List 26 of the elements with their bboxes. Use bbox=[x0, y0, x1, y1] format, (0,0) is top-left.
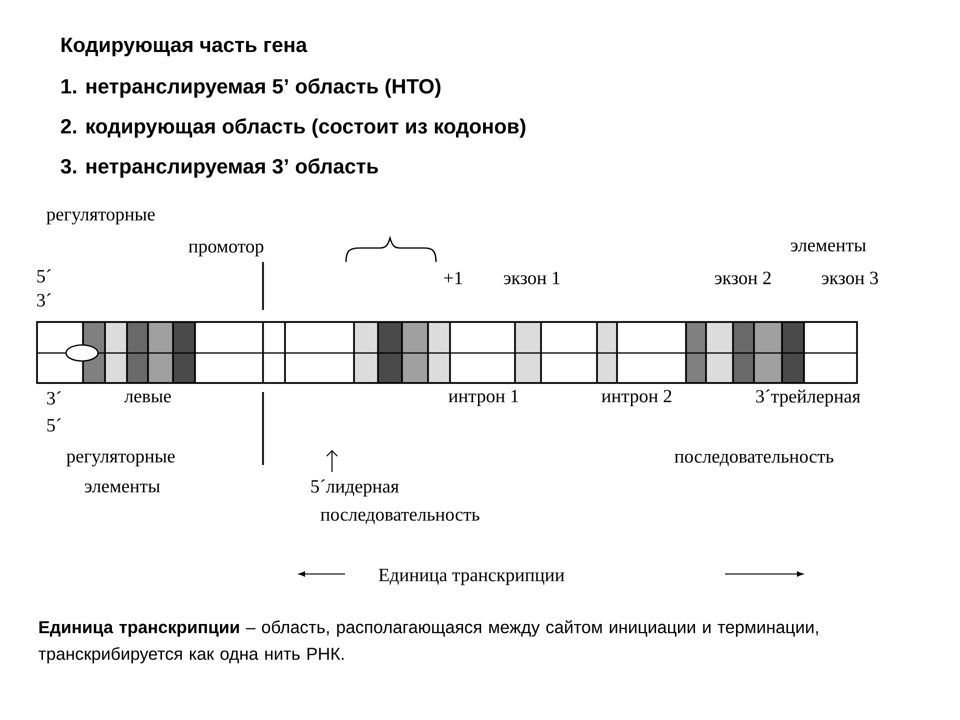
gene-label: 5´ bbox=[37, 269, 51, 283]
list-item: 3. нетранслируемая 3’ область bbox=[60, 158, 378, 178]
gene-label: промотор bbox=[188, 244, 264, 256]
gene-label: 5´ bbox=[47, 418, 61, 432]
gene-label: левые bbox=[124, 394, 171, 402]
gene-label: элементы bbox=[84, 484, 160, 492]
gene-label: 3´ bbox=[37, 293, 51, 307]
gene-label: Единица транскрипции bbox=[378, 568, 564, 586]
caption: Единица транскрипции – область, располагающаяся между сайтом инициации и терминации, транскрибируется как одна нить РНК. bbox=[38, 620, 818, 664]
gene-label: элементы bbox=[790, 242, 866, 252]
gene-label: 3´трейлерная bbox=[756, 390, 860, 406]
gene-label: последовательность bbox=[674, 454, 834, 466]
gene-label: +1 bbox=[444, 272, 462, 284]
gene-label: интрон 2 bbox=[602, 390, 672, 406]
gene-label: экзон 3 bbox=[822, 272, 878, 284]
gene-label: регуляторные bbox=[66, 454, 175, 466]
list-item: 2. кодирующая область (состоит из кодонов) bbox=[60, 118, 526, 138]
gene-label: последовательность bbox=[320, 512, 480, 524]
gene-label: 3´ bbox=[47, 391, 61, 405]
heading: Кодирующая часть гена bbox=[62, 38, 308, 56]
list-item: 1. нетранслируемая 5’ область (НТО) bbox=[62, 78, 440, 98]
gene-label: 5´лидерная bbox=[311, 480, 399, 496]
gene-label: экзон 2 bbox=[714, 272, 771, 284]
gene-label: экзон 1 bbox=[504, 272, 560, 284]
gene-label: интрон 1 bbox=[448, 390, 518, 406]
gene-label: регуляторные bbox=[46, 212, 155, 224]
